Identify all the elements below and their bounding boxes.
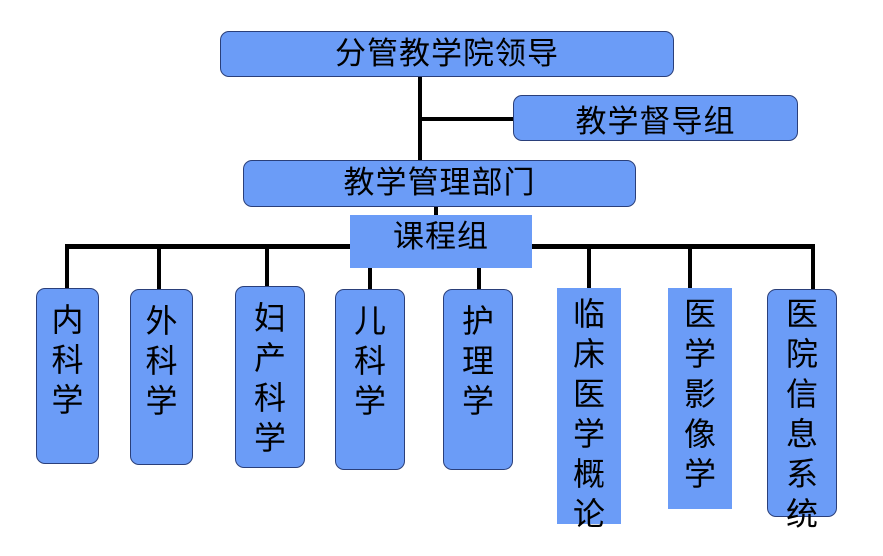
connector-drop-1 [65,246,69,290]
connector-drop-6 [587,246,591,290]
course-label-medical-imaging: 医 学 影 像 学 [683,295,716,493]
connector-drop-8 [811,246,815,290]
course-box-internal-medicine: 内 科 学 [36,288,99,464]
connector-drop-3 [265,246,269,288]
course-label-surgery: 外 科 学 [145,302,178,420]
course-label-obstetrics-gynecology: 妇 产 科 学 [253,299,286,457]
course-group-box: 课程组 [350,215,532,268]
course-box-surgery: 外 科 学 [130,289,193,465]
course-label-nursing: 护 理 学 [461,302,494,420]
course-box-nursing: 护 理 学 [443,289,513,470]
course-group-label: 课程组 [393,219,489,255]
connector-drop-7 [688,246,692,290]
connector-drop-2 [157,246,161,290]
course-box-clinical-medicine-intro: 临 床 医 学 概 论 [557,288,621,533]
management-dept-box: 教学管理部门 [243,160,636,207]
connector-drop-4 [368,246,372,290]
course-label-pediatrics: 儿 科 学 [353,302,386,420]
supervision-group-box: 教学督导组 [513,95,798,141]
course-label-hospital-info-system: 医 院 信 息 系 统 [785,295,818,533]
course-box-obstetrics-gynecology: 妇 产 科 学 [235,286,305,468]
connector-supervision-branch [420,117,515,121]
course-box-hospital-info-system: 医 院 信 息 系 统 [767,289,837,533]
course-label-internal-medicine: 内 科 学 [51,301,84,419]
connector-dept-to-course [434,206,438,218]
leadership-box: 分管教学院领导 [220,31,674,77]
management-dept-label: 教学管理部门 [343,165,536,201]
course-box-medical-imaging: 医 学 影 像 学 [668,288,732,509]
course-box-pediatrics: 儿 科 学 [335,289,405,470]
leadership-label: 分管教学院领导 [335,35,559,72]
supervision-group-label: 教学督导组 [575,103,736,140]
course-label-clinical-medicine-intro: 临 床 医 学 概 论 [572,295,605,533]
connector-drop-5 [477,246,481,290]
